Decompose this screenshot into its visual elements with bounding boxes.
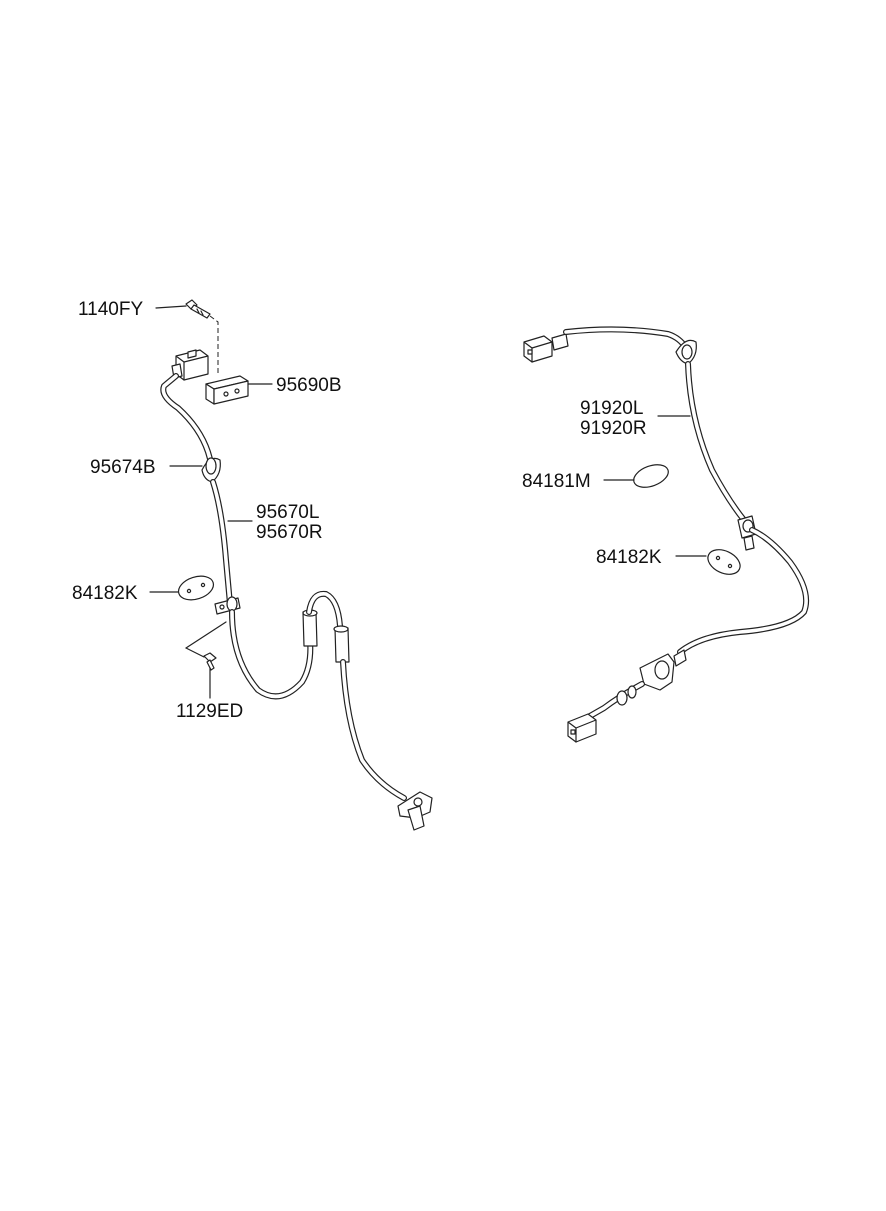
connector-bottom-right xyxy=(567,713,597,743)
left-sensor-assembly xyxy=(149,299,433,831)
label-91920r: 91920R xyxy=(580,418,647,439)
bolt-1140fy xyxy=(185,299,211,319)
label-1140fy: 1140FY xyxy=(78,299,143,320)
label-84182k-right: 84182K xyxy=(596,547,662,568)
leader-1140fy xyxy=(155,305,187,309)
mount-lower-right xyxy=(639,649,687,691)
gasket-84181m xyxy=(633,464,669,488)
leader-1129ed-b xyxy=(185,647,205,658)
clip-95690b xyxy=(205,375,249,405)
connector-top-right xyxy=(523,333,569,363)
label-95670l: 95670L xyxy=(256,502,319,523)
gasket-84182k-right xyxy=(707,549,741,575)
label-1129ed: 1129ED xyxy=(176,701,243,722)
sleeve-left-2 xyxy=(333,625,350,663)
part-labels: 1140FY 95690B 95674B 95670L 95670R 84182… xyxy=(72,299,662,722)
label-84181m: 84181M xyxy=(522,471,591,492)
connector-top-left xyxy=(171,349,209,381)
right-sensor-assembly xyxy=(523,326,810,743)
label-95674b: 95674B xyxy=(90,457,156,478)
sleeve-left-1 xyxy=(302,609,318,647)
grommet-95674b xyxy=(201,457,221,483)
label-91920l: 91920L xyxy=(580,398,643,419)
screw-1129ed xyxy=(203,652,217,671)
bracket-left xyxy=(214,596,241,615)
gasket-84182k-left xyxy=(177,575,215,601)
label-95690b: 95690B xyxy=(276,375,342,396)
bolt-guide-line xyxy=(209,315,219,375)
grommet-top-right xyxy=(675,339,697,365)
label-95670r: 95670R xyxy=(256,522,323,543)
wheel-speed-sensor-left xyxy=(397,791,433,831)
label-84182k-left: 84182K xyxy=(72,583,138,604)
sleeve-lower-right xyxy=(616,685,637,706)
leader-1129ed-a xyxy=(185,621,227,649)
